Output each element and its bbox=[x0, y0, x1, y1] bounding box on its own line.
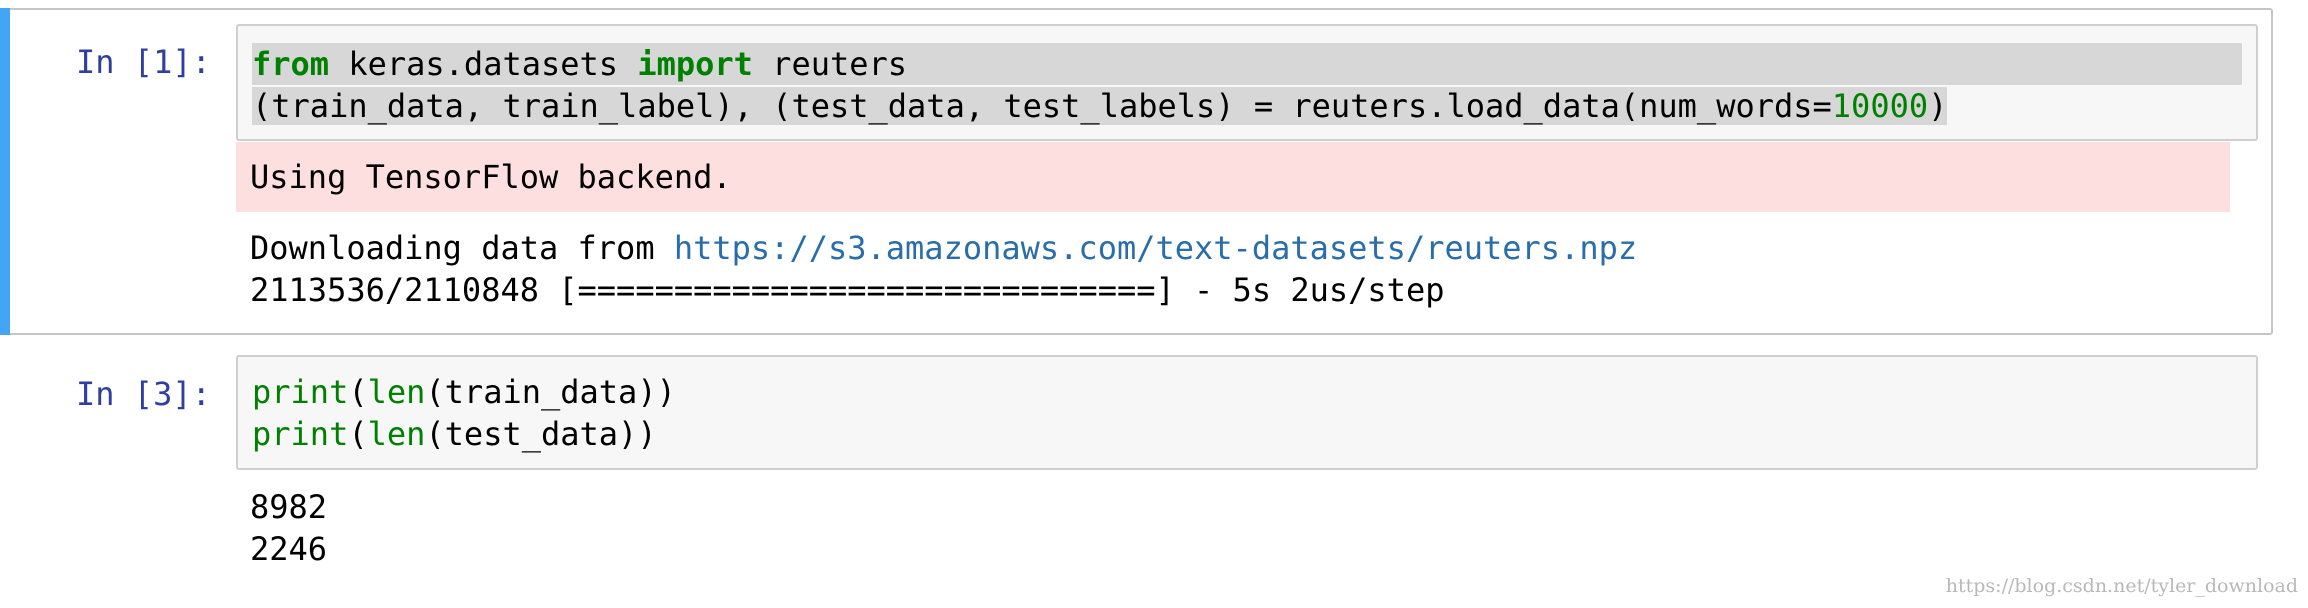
stderr-text: Using TensorFlow backend. bbox=[250, 158, 732, 196]
cell-2-input[interactable]: print(len(train_data)) print(len(test_da… bbox=[236, 355, 2258, 470]
builtin-print: print bbox=[252, 373, 349, 411]
cell-1-code-line-1: from keras.datasets import reuters bbox=[252, 43, 2242, 85]
code-text: (test_data)) bbox=[425, 415, 657, 453]
progress-line: 2113536/2110848 [=======================… bbox=[250, 271, 1445, 309]
cell-1-code-line-2: (train_data, train_label), (test_data, t… bbox=[252, 85, 1948, 127]
code-text: (train_data)) bbox=[425, 373, 676, 411]
code-text: (train_data, train_label), (test_data, t… bbox=[252, 87, 1832, 125]
keyword-from: from bbox=[252, 45, 330, 83]
builtin-len: len bbox=[367, 415, 426, 453]
cell-2-code-line-2: print(len(test_data)) bbox=[252, 413, 657, 455]
cell-2-prompt: In [3]: bbox=[76, 375, 211, 413]
builtin-len: len bbox=[367, 373, 426, 411]
cell-1-input[interactable]: from keras.datasets import reuters (trai… bbox=[236, 24, 2258, 141]
watermark: https://blog.csdn.net/tyler_download bbox=[1945, 575, 2298, 597]
keyword-import: import bbox=[637, 45, 753, 83]
download-url-link[interactable]: https://s3.amazonaws.com/text-datasets/r… bbox=[673, 229, 1638, 267]
code-text: ) bbox=[1928, 87, 1948, 125]
cell-1-prompt: In [1]: bbox=[76, 43, 211, 81]
builtin-print: print bbox=[252, 415, 349, 453]
number-literal: 10000 bbox=[1831, 87, 1929, 125]
code-text: ( bbox=[348, 373, 368, 411]
code-text: reuters bbox=[752, 45, 908, 83]
output-line-2: 2246 bbox=[250, 530, 328, 568]
output-line-1: 8982 bbox=[250, 488, 328, 526]
code-text: keras.datasets bbox=[329, 45, 638, 83]
download-line: Downloading data from https://s3.amazona… bbox=[250, 227, 1637, 269]
code-text: ( bbox=[348, 415, 368, 453]
cell-2-code-line-1: print(len(train_data)) bbox=[252, 371, 676, 413]
download-prefix: Downloading data from bbox=[250, 229, 674, 267]
stderr-output: Using TensorFlow backend. bbox=[236, 142, 2230, 212]
selected-cell-indicator bbox=[0, 8, 10, 335]
